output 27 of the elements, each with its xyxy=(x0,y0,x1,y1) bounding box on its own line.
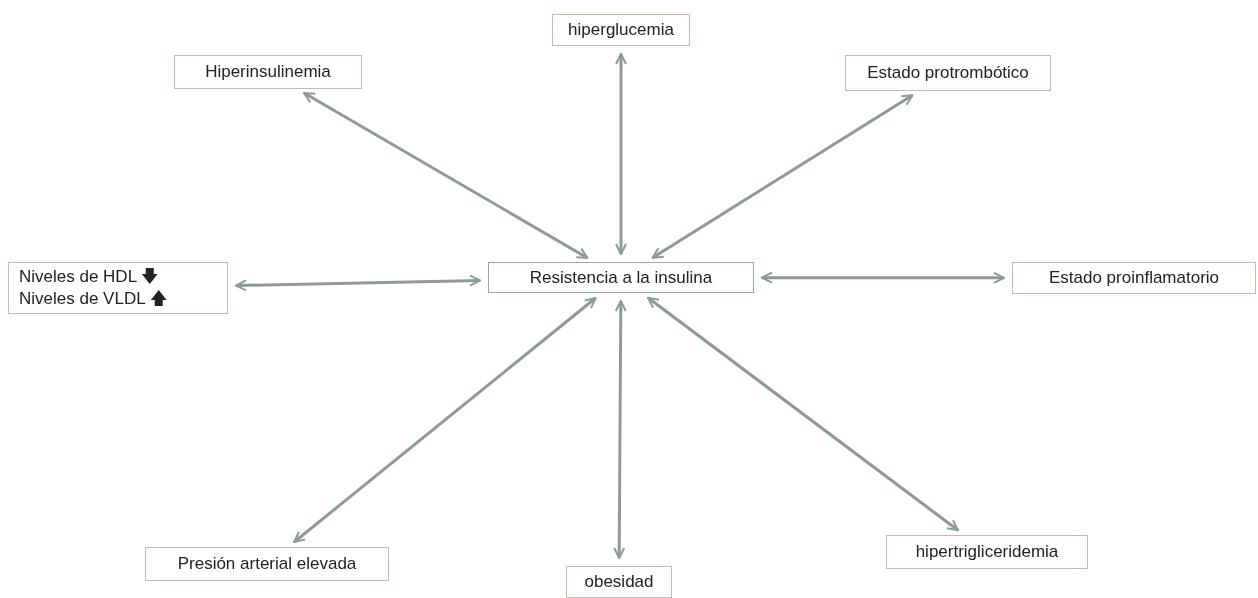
box-text: Niveles de HDL 🡇 xyxy=(19,266,159,288)
box-text: Niveles de VLDL 🡅 xyxy=(19,288,167,310)
box-text: obesidad xyxy=(584,571,654,593)
concept-box xyxy=(8,262,228,314)
concept-box xyxy=(1012,262,1256,294)
double-arrow xyxy=(613,300,627,559)
double-arrow xyxy=(647,296,959,532)
box-text: hipertrigliceridemia xyxy=(915,541,1059,563)
concept-box xyxy=(845,55,1051,91)
concept-box xyxy=(552,14,690,46)
box-text: Resistencia a la insulina xyxy=(529,266,713,289)
concept-box xyxy=(566,566,672,598)
box-text: Presión arterial elevada xyxy=(177,553,357,575)
concept-box xyxy=(145,547,389,581)
box-text: Hiperinsulinemia xyxy=(205,61,331,83)
concept-box xyxy=(174,55,362,89)
double-arrow xyxy=(761,271,1005,284)
double-arrow xyxy=(293,296,597,544)
concept-box xyxy=(886,535,1088,569)
box-text: Estado proinflamatorio xyxy=(1048,267,1220,289)
double-arrow xyxy=(303,91,589,260)
box-text: Estado protrombótico xyxy=(867,62,1029,84)
central-concept-box xyxy=(488,262,754,293)
double-arrow xyxy=(615,53,627,255)
box-text: hiperglucemia xyxy=(568,19,674,41)
double-arrow xyxy=(235,274,481,292)
double-arrow xyxy=(651,93,914,260)
